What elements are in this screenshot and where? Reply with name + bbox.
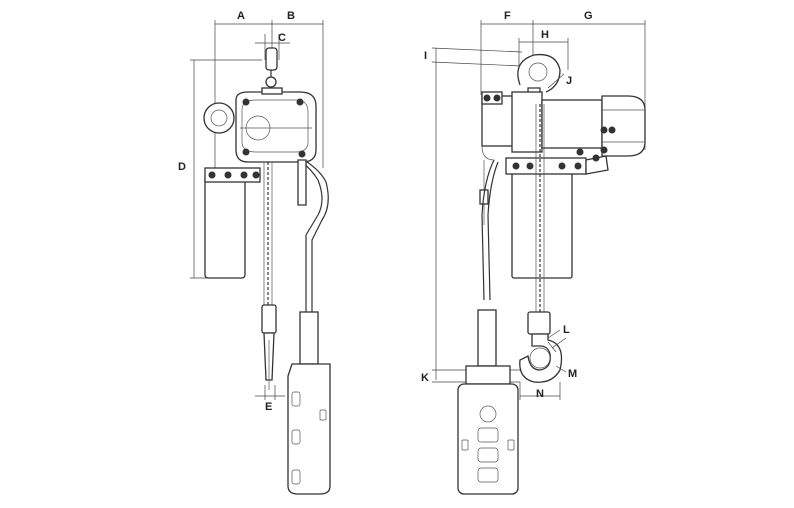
label-e: E (265, 401, 272, 413)
label-h: H (541, 29, 549, 41)
front-e-dimension (255, 385, 285, 400)
front-load-chain (263, 162, 273, 305)
label-c: C (278, 32, 286, 44)
side-view (431, 20, 646, 495)
front-bottom-hook (261, 304, 277, 390)
chain-bucket (204, 167, 261, 279)
front-view (190, 20, 331, 495)
label-f: F (504, 10, 511, 22)
label-j: J (566, 75, 572, 87)
top-hook (265, 47, 278, 90)
side-bottom-dimensions (519, 329, 567, 400)
label-l: L (563, 324, 570, 336)
front-pendant (287, 311, 331, 495)
hoist-body (203, 87, 317, 163)
label-n: N (536, 388, 544, 400)
side-pendant-cable (481, 159, 499, 301)
side-i-dimension (431, 47, 523, 380)
label-m: M (568, 368, 577, 380)
side-hoist-body (481, 91, 646, 161)
label-a: A (237, 10, 245, 22)
front-top-dimensions (214, 20, 324, 168)
label-d: D (178, 161, 186, 173)
front-pendant-cable (297, 159, 329, 315)
side-pendant (457, 309, 519, 495)
label-g: G (584, 10, 593, 22)
label-i: I (424, 50, 427, 62)
label-k: K (421, 372, 429, 384)
side-bottom-hook (519, 311, 563, 383)
label-b: B (287, 10, 295, 22)
side-chain-bucket (505, 146, 609, 279)
dimension-labels: A B C D E F G H I J K L M N (178, 10, 593, 413)
